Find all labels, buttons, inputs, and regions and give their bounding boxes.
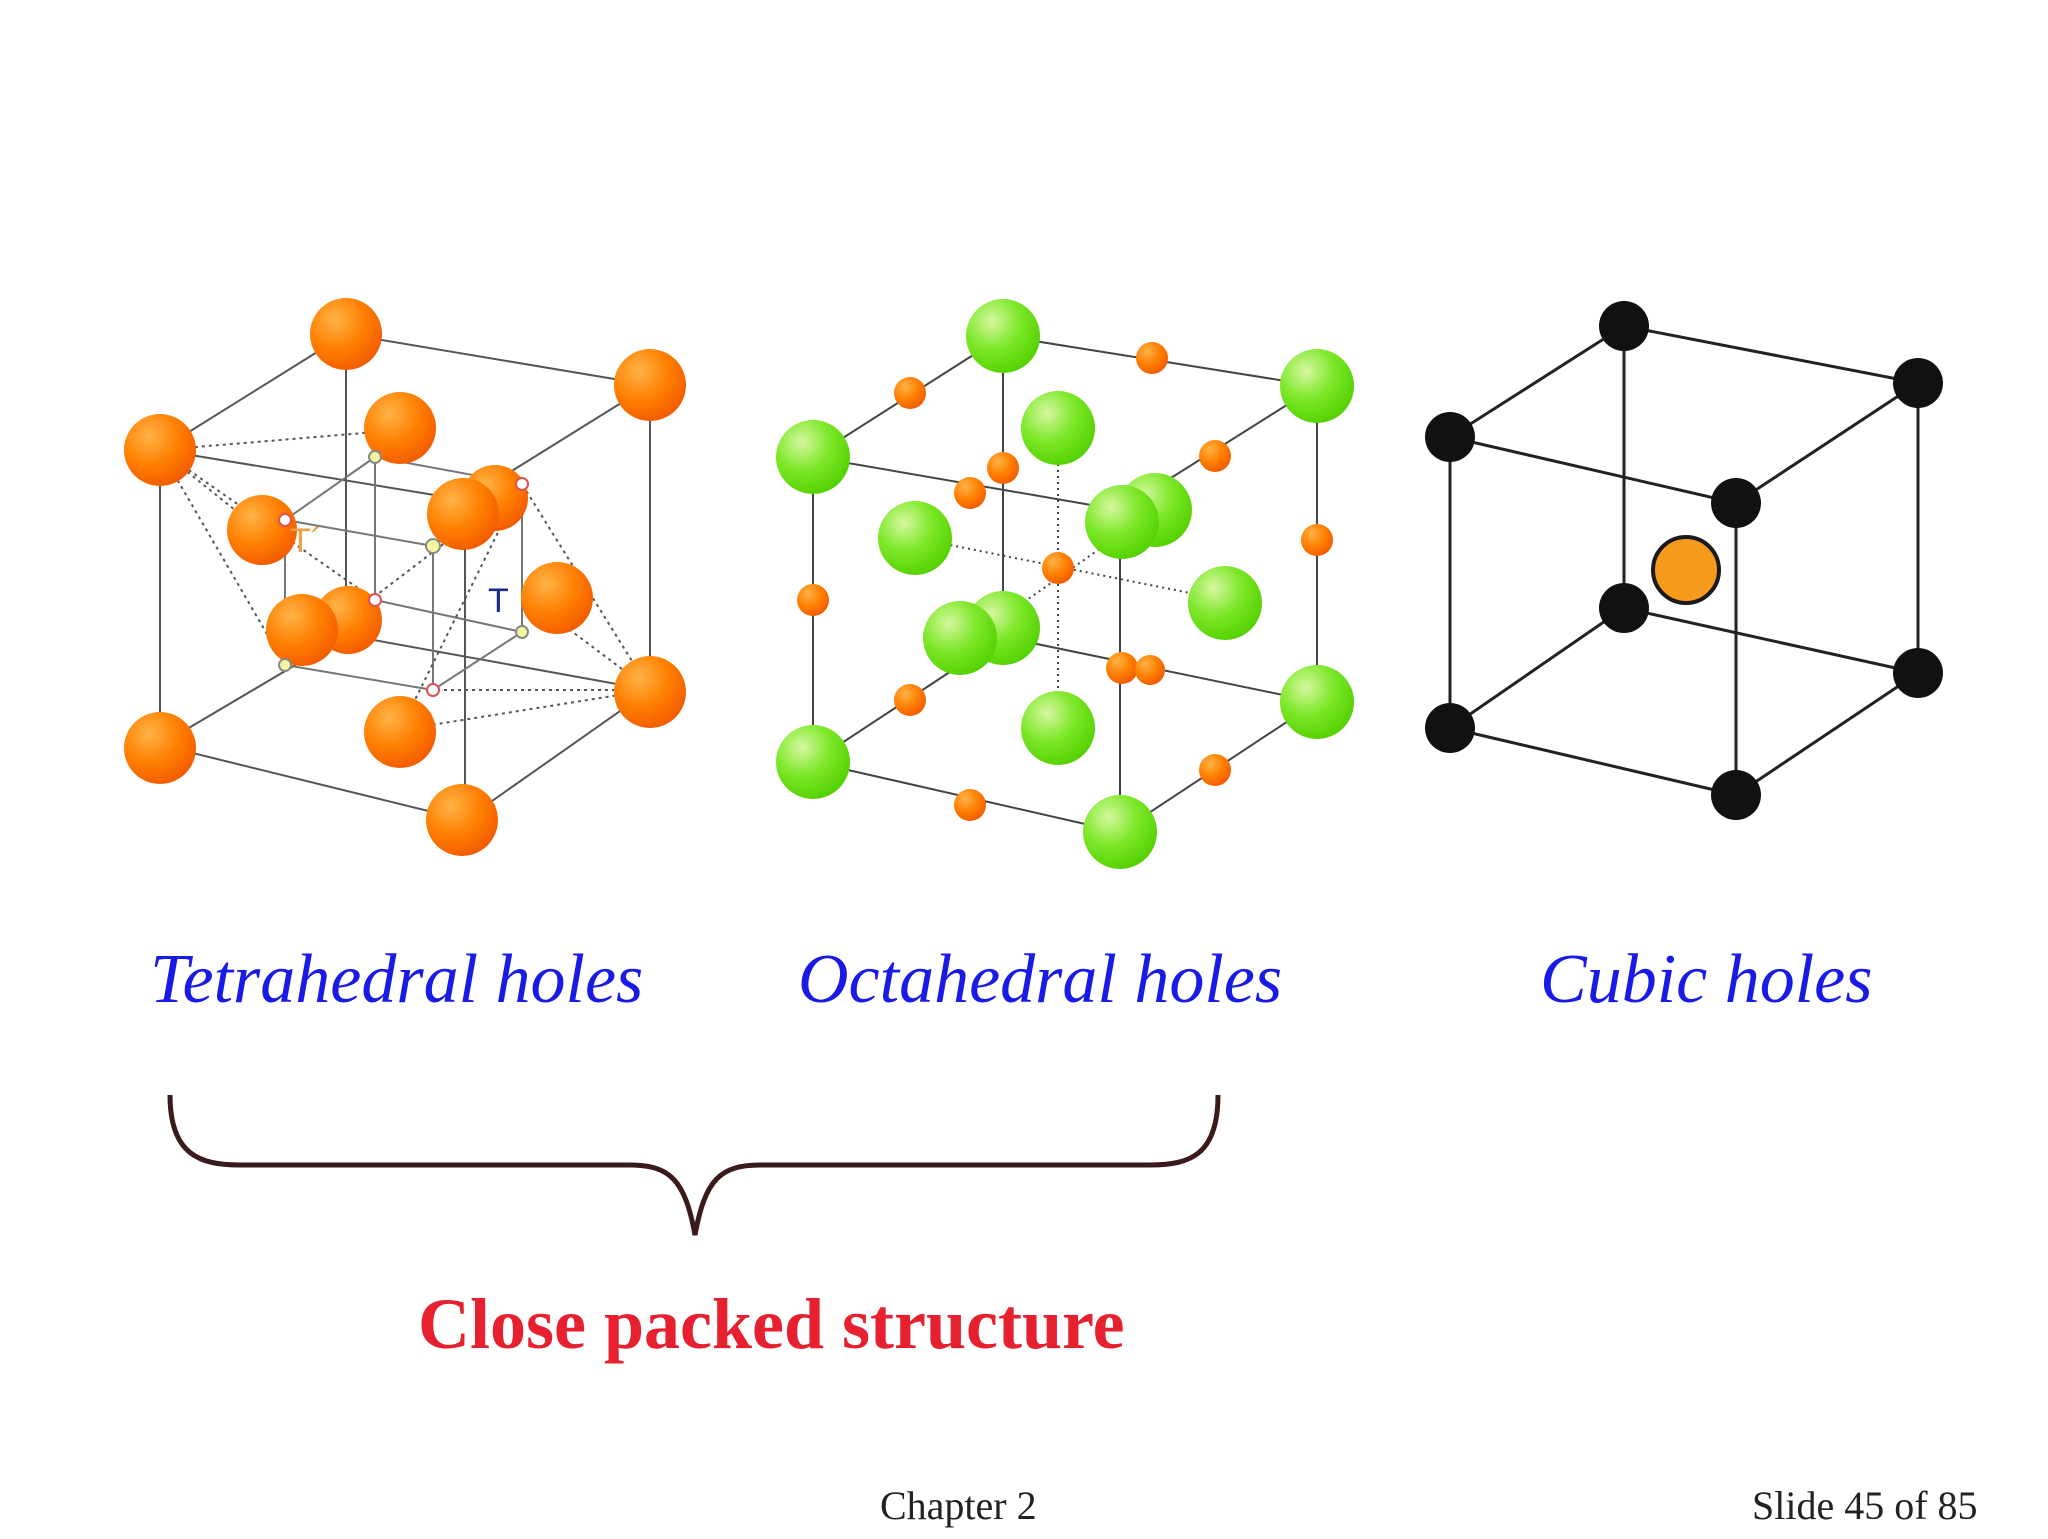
octahedral-hole-atoms: [797, 342, 1333, 821]
cubic-holes-caption: Cubic holes: [1540, 941, 1873, 1018]
octahedral-holes-diagram: [776, 299, 1354, 869]
hole-marker: [278, 513, 292, 527]
hole-marker: [515, 625, 529, 639]
footer-chapter: Chapter 2: [880, 1483, 1037, 1528]
octahedral-holes-caption: Octahedral holes: [798, 941, 1283, 1018]
curly-brace: [167, 1094, 1221, 1236]
hole-marker: [425, 538, 441, 554]
tetrahedral-holes-caption: Tetrahedral holes: [150, 941, 644, 1018]
tetrahedral-holes-diagram: T´ T: [124, 298, 686, 856]
footer-slide-number: Slide 45 of 85: [1752, 1483, 1978, 1528]
cubic-hole-atom: [1651, 535, 1721, 605]
close-packed-structure-label: Close packed structure: [418, 1284, 1125, 1364]
tetrahedral-lattice-atoms: [124, 298, 686, 856]
octahedral-lattice-atoms: [776, 299, 1354, 869]
hole-marker: [368, 450, 382, 464]
hole-marker: [426, 683, 440, 697]
cubic-lattice-atoms: [1425, 301, 1943, 820]
cubic-holes-diagram: [1425, 301, 1943, 820]
hole-marker: [368, 593, 382, 607]
hole-marker: [278, 658, 292, 672]
t-label: T: [488, 582, 509, 620]
hole-marker: [515, 477, 529, 491]
t-prime-label: T´: [290, 522, 322, 560]
